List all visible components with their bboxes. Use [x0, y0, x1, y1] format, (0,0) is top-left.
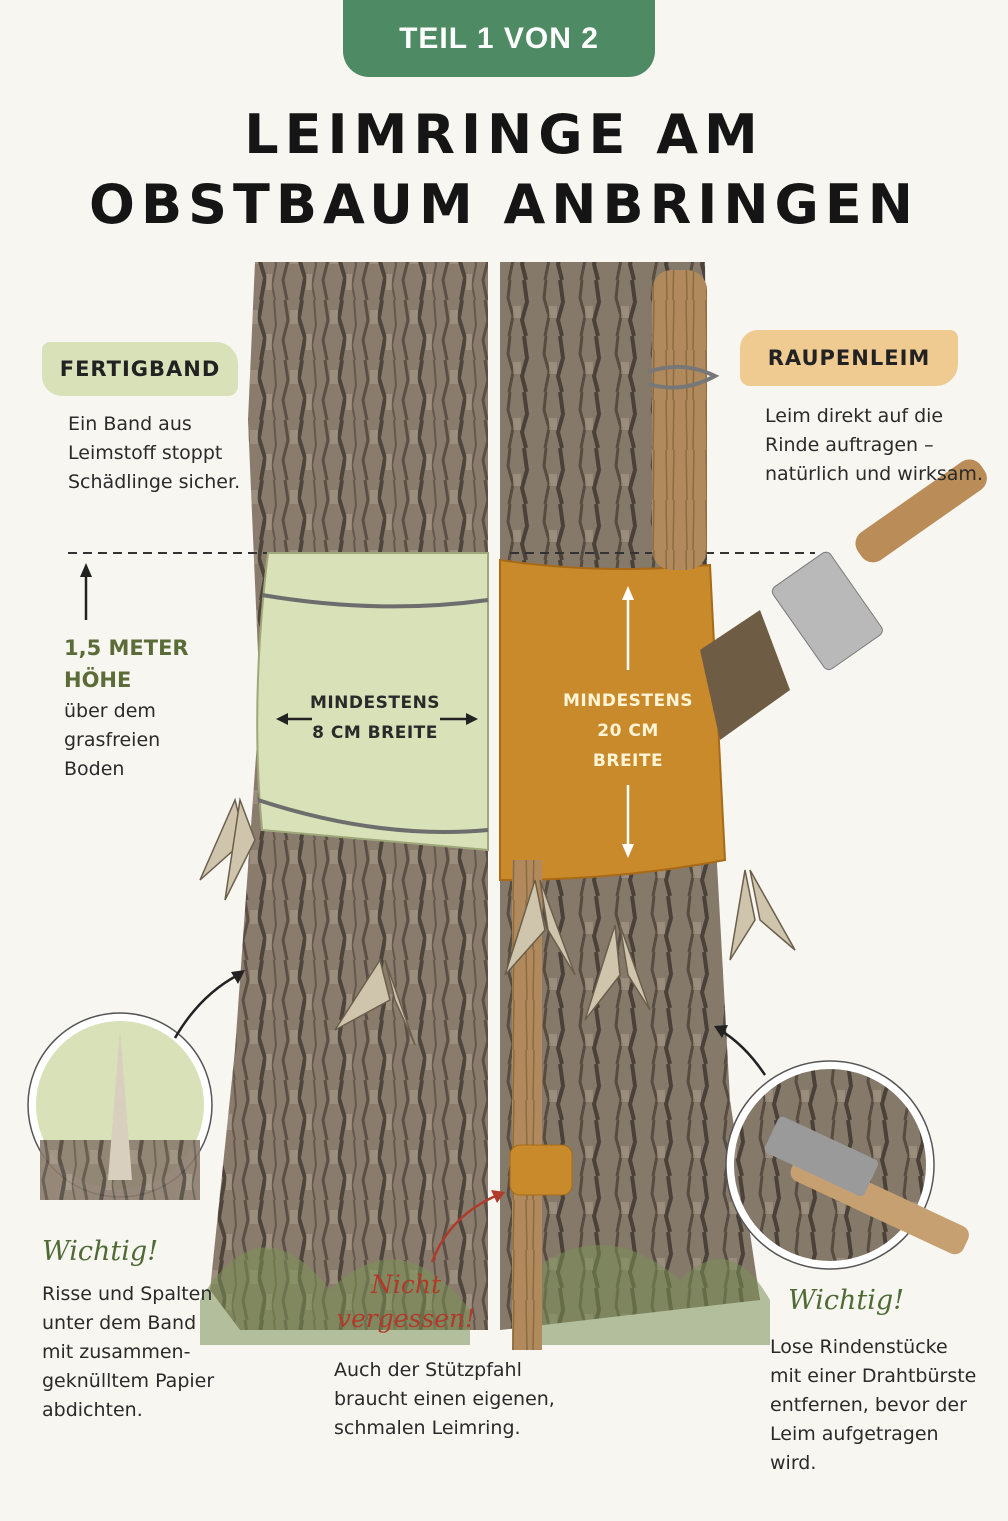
raupenleim-tag: RAUPENLEIM — [740, 330, 958, 386]
fertigband-band — [256, 552, 489, 852]
paint-brush-icon — [700, 459, 987, 740]
tree-trunk-illustration — [27, 255, 987, 1355]
title-line-1: LEIMRINGE AM — [244, 103, 764, 166]
raupenleim-description: Leim direkt auf die Rinde auftragen – na… — [765, 405, 983, 485]
fertigband-description: Ein Band aus Leimstoff stoppt Schädlinge… — [68, 413, 241, 493]
height-description: über dem grasfreien Boden — [64, 700, 161, 780]
moth-icon — [199, 797, 796, 1046]
support-stake-icon — [652, 270, 707, 570]
raupenleim-width-label: MINDESTENS 20 CM BREITE — [562, 691, 694, 771]
fertigband-width-label: MINDESTENS 8 CM BREITE — [309, 693, 441, 743]
note-left-text: Risse und Spalten unter dem Band mit zus… — [42, 1283, 215, 1421]
note-left-heading: Wichtig! — [42, 1236, 159, 1267]
part-indicator-badge: TEIL 1 VON 2 — [343, 0, 655, 77]
raupenleim-glue-band — [499, 558, 727, 882]
fertigband-tag: FERTIGBAND — [42, 342, 238, 396]
height-label: 1,5 METER HÖHE — [64, 636, 189, 692]
page-title: LEIMRINGE AM OBSTBAUM ANBRINGEN — [0, 100, 1008, 240]
note-right-text: Lose Rindenstücke mit einer Drahtbürste … — [770, 1336, 977, 1474]
note-center-text: Auch der Stützpfahl braucht einen eigene… — [334, 1359, 555, 1439]
wire-brush-icon — [764, 1116, 969, 1255]
title-line-2: OBSTBAUM ANBRINGEN — [89, 173, 919, 236]
note-right-heading: Wichtig! — [788, 1285, 905, 1316]
note-center-heading: Nicht vergessen! — [336, 1270, 476, 1333]
